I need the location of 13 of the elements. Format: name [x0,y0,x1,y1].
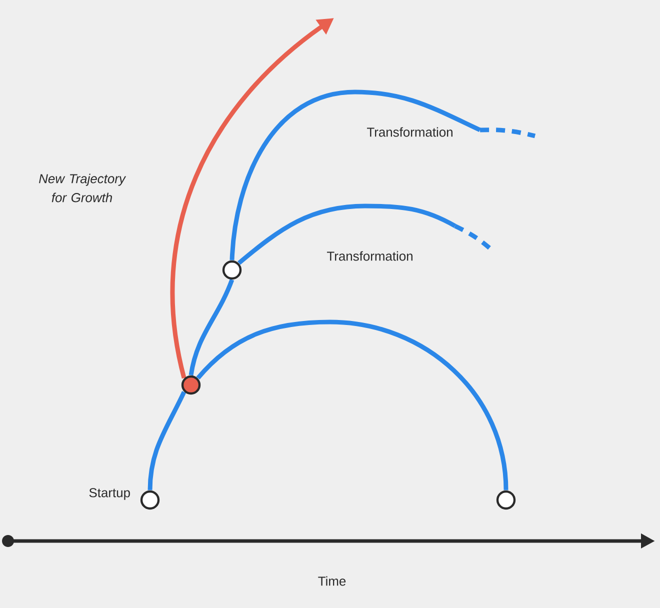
milestone-circle [181,375,201,395]
milestone-circle [496,490,516,510]
curve [148,390,186,490]
annotation-label: New Trajectory for Growth [39,174,126,202]
curve [230,90,481,260]
curve [238,204,456,265]
milestone-label: Startup [89,488,130,500]
milestone-circle [222,260,242,280]
curve-label: Transformation [327,251,412,261]
axis-label: Time [318,576,346,586]
curve [196,320,508,490]
curve [188,278,234,376]
curve-label: Transformation [367,127,452,137]
